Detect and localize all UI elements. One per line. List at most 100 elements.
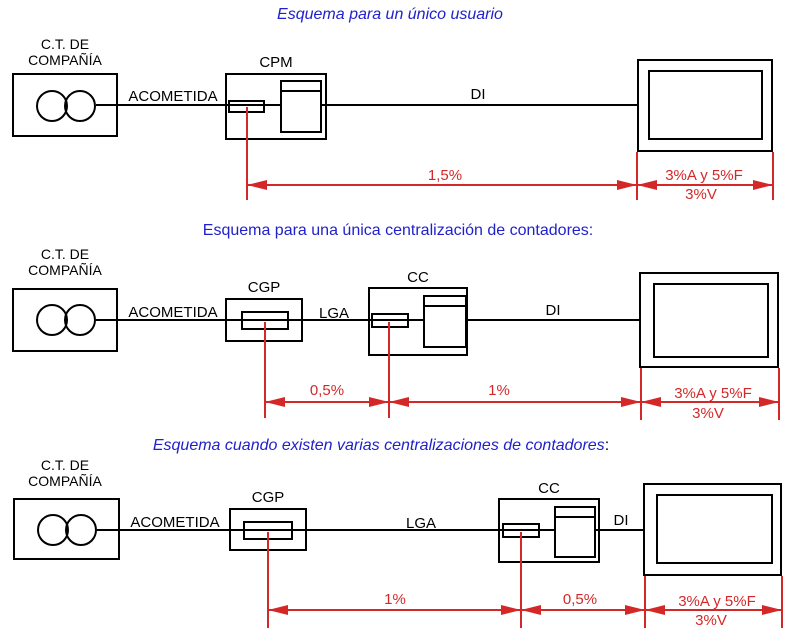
dim-arrow-left	[637, 180, 657, 190]
user-installation-inner-box	[648, 70, 763, 140]
dim-arrow-left	[641, 397, 661, 407]
acometida-label: ACOMETIDA	[130, 514, 220, 531]
extension-line-box-right	[778, 368, 780, 420]
dim-label-interior-af: 3%A y 5%F	[665, 167, 743, 184]
dim-line-di	[247, 184, 637, 186]
user-installation-box	[639, 272, 779, 368]
dim-line-interior	[641, 401, 779, 403]
ct-label-line1: C.T. DE	[40, 457, 90, 473]
transformer-circle-right	[64, 304, 96, 336]
dim-line-di	[521, 609, 645, 611]
dim-label-interior-af: 3%A y 5%F	[674, 385, 752, 402]
dim-arrow-right	[759, 397, 779, 407]
transformer-box	[12, 288, 118, 352]
dim-label-interior-af: 3%A y 5%F	[678, 593, 756, 610]
lga-label: LGA	[318, 305, 349, 322]
meter-band	[425, 305, 465, 307]
dim-label-interior-v: 3%V	[685, 186, 717, 203]
dim-arrow-right	[762, 605, 782, 615]
meter-band	[282, 90, 320, 92]
lga-label: LGA	[405, 515, 436, 532]
fuse-symbol	[371, 313, 409, 328]
dim-line-interior	[645, 609, 782, 611]
dim-label-di: 1,5%	[427, 167, 463, 184]
wire-di	[467, 319, 639, 321]
diagram-single-centralization: Esquema para una única centralización de…	[0, 215, 800, 430]
acometida-label: ACOMETIDA	[128, 88, 218, 105]
extension-line-cgp-fuse	[267, 532, 269, 628]
dim-label-interior-v: 3%V	[692, 405, 724, 422]
dim-label-lga: 0,5%	[309, 382, 345, 399]
dim-arrow-left	[268, 605, 288, 615]
diagram-single-user: Esquema para un único usuario C.T. DE CO…	[0, 0, 800, 215]
di-label: DI	[613, 512, 629, 529]
transformer-box	[12, 73, 118, 137]
dim-arrow-right	[625, 605, 645, 615]
ct-label-line1: C.T. DE	[40, 36, 90, 52]
dim-arrow-left	[265, 397, 285, 407]
acometida-label: ACOMETIDA	[128, 304, 218, 321]
dim-label-di: 0,5%	[562, 591, 598, 608]
di-label: DI	[545, 302, 561, 319]
transformer-circle-right	[64, 90, 96, 122]
dim-arrow-right	[369, 397, 389, 407]
extension-line-cc-fuse	[388, 322, 390, 418]
dim-arrow-left	[389, 397, 409, 407]
ct-label-line2: COMPAÑÍA	[28, 262, 102, 278]
dim-line-interior	[637, 184, 773, 186]
cgp-label: CGP	[247, 279, 281, 296]
di-label: DI	[470, 86, 486, 103]
extension-line-box-right	[781, 576, 783, 628]
diagram-several-centralizations: Esquema cuando existen varias centraliza…	[0, 430, 800, 644]
dim-arrow-left	[521, 605, 541, 615]
ct-label: C.T. DE COMPAÑÍA	[15, 457, 115, 489]
ct-label-line2: COMPAÑÍA	[28, 473, 102, 489]
extension-line-cgp-fuse	[264, 322, 266, 418]
cpm-box	[225, 73, 327, 140]
dim-arrow-left	[247, 180, 267, 190]
diagram-title-text: Esquema cuando existen varias centraliza…	[152, 437, 605, 454]
user-installation-box	[637, 59, 773, 152]
dim-arrow-left	[645, 605, 665, 615]
meter-band	[556, 516, 594, 518]
diagram-title-colon: :	[604, 437, 610, 454]
ct-label: C.T. DE COMPAÑÍA	[15, 36, 115, 68]
dim-line-di	[389, 401, 641, 403]
extension-line-fuse	[246, 107, 248, 200]
wire-acometida	[96, 104, 280, 106]
cc-box	[368, 287, 468, 356]
ct-label-line1: C.T. DE	[40, 246, 90, 262]
cpm-label: CPM	[259, 54, 293, 71]
cc-box	[498, 498, 600, 563]
meter-symbol	[423, 295, 467, 348]
extension-line-cc-fuse	[520, 532, 522, 628]
dim-label-di: 1%	[488, 382, 510, 399]
dim-arrow-right	[501, 605, 521, 615]
ct-label-line2: COMPAÑÍA	[28, 52, 102, 68]
extension-line-box-left	[636, 152, 638, 200]
transformer-box	[13, 498, 120, 560]
user-installation-box	[643, 483, 782, 576]
extension-line-box-left	[644, 576, 646, 628]
wire-di	[322, 104, 637, 106]
dim-line-lga	[268, 609, 521, 611]
dim-arrow-right	[621, 397, 641, 407]
cc-label: CC	[407, 269, 429, 286]
diagram-title: Esquema para una única centralización de…	[202, 222, 594, 239]
diagram-title: Esquema cuando existen varias centraliza…	[0, 437, 781, 455]
dim-arrow-right	[753, 180, 773, 190]
ct-label: C.T. DE COMPAÑÍA	[15, 246, 115, 278]
user-installation-inner-box	[656, 494, 773, 564]
user-installation-inner-box	[653, 283, 769, 358]
meter-symbol	[280, 80, 322, 133]
diagram-title: Esquema para un único usuario	[277, 6, 503, 23]
cc-label: CC	[538, 480, 560, 497]
meter-symbol	[554, 506, 596, 558]
wire-acometida-lga	[97, 529, 554, 531]
transformer-circle-right	[65, 514, 97, 546]
wire-di	[596, 529, 643, 531]
dim-label-interior-v: 3%V	[695, 612, 727, 629]
extension-line-box-left	[640, 368, 642, 420]
wire-acometida-lga	[96, 319, 423, 321]
dim-line-lga	[265, 401, 389, 403]
